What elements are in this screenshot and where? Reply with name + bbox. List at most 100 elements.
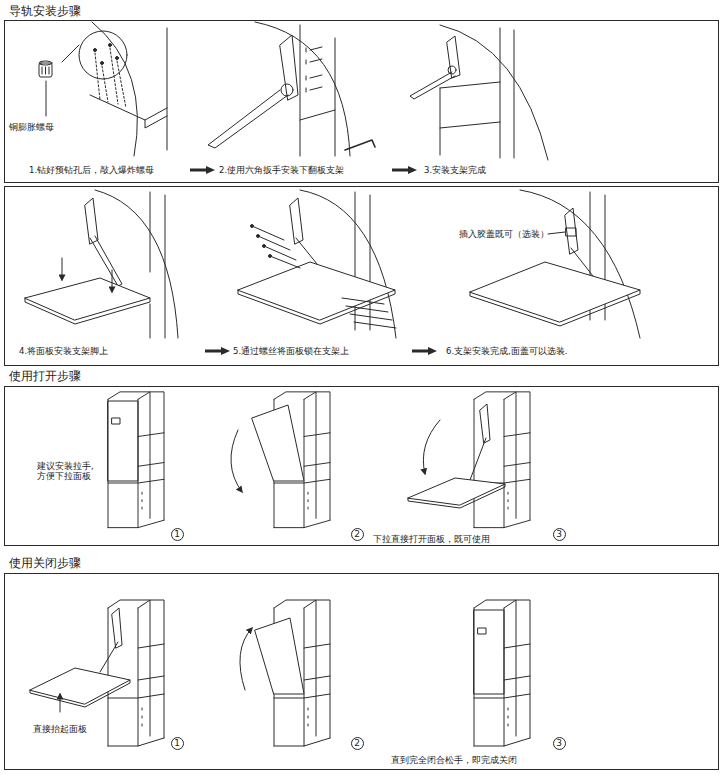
- bracket-installed: [410, 72, 455, 99]
- panel-finished: [470, 190, 640, 338]
- panel-screwing: [342, 298, 396, 328]
- panel-screwing: [251, 225, 254, 228]
- step-panel: 导轨安装步骤铜膨胀螺母1.钻好预钻孔后，敲入爆炸螺母2.使用六角扳手安装下翻板支…: [4, 20, 719, 183]
- panel-placing: [150, 192, 165, 338]
- step-arrow: [205, 347, 230, 355]
- cabinet-open: [108, 600, 164, 746]
- step-arrow: [190, 166, 215, 174]
- bracket-mounting: [345, 140, 375, 150]
- step-number-circle: 1: [171, 528, 184, 541]
- cabinet-open: [480, 404, 490, 443]
- cabinet-open: [408, 484, 505, 508]
- cabinet-open: [474, 392, 530, 528]
- panel-finished: [470, 262, 640, 322]
- step-caption: 4.将面板安装支架脚上: [19, 346, 108, 356]
- cabinet-opening: [252, 405, 304, 481]
- step-number: 1: [174, 739, 180, 748]
- drill-detail: [94, 49, 97, 52]
- bracket-mounting: [335, 38, 336, 156]
- drill-detail: [116, 57, 119, 60]
- cabinet-closing: [255, 618, 304, 694]
- cabinet-open: [30, 668, 130, 704]
- cabinet-closed: [478, 628, 486, 634]
- callout-note: 建议安装拉手, 方便下拉面板: [37, 461, 103, 481]
- bracket-mounting: [310, 47, 322, 90]
- cabinet-closed: [108, 401, 138, 481]
- bracket-mounting: [255, 22, 350, 156]
- drill-detail: [101, 62, 104, 65]
- panel-screwing: [252, 226, 300, 268]
- cabinet-open: [30, 600, 164, 746]
- cabinet-open: [408, 478, 505, 505]
- cabinet-closing: [240, 600, 330, 746]
- cabinet-closed: [474, 610, 504, 694]
- panel-placing: [112, 270, 113, 292]
- step-caption: 下拉直接打开面板，既可使用: [373, 534, 490, 544]
- bracket-mounting: [280, 35, 298, 100]
- section-heading: 使用关闭步骤: [9, 556, 81, 570]
- drill-detail: [167, 28, 168, 150]
- cabinet-open: [112, 608, 122, 648]
- cabinet-opening: [231, 430, 242, 492]
- panel-placing: [25, 278, 150, 320]
- panel-finished: [470, 290, 640, 326]
- cabinet-open: [30, 680, 130, 707]
- cabinet-closed: [108, 392, 164, 528]
- step-caption: 直到完全闭合松手，即完成关闭: [391, 755, 517, 765]
- bracket-installed: [514, 30, 515, 158]
- step-number: 2: [354, 739, 360, 748]
- step-arrow: [392, 166, 417, 174]
- callout-note: 直接抬起面板: [33, 724, 87, 734]
- bracket-mounting: [300, 25, 301, 156]
- cabinet-open: [100, 642, 118, 672]
- panel-finished: [520, 190, 640, 338]
- drill-detail: [145, 116, 167, 128]
- step-caption: 3.安装支架完成: [424, 165, 486, 175]
- panel-finished: [566, 228, 576, 236]
- drill-detail: [46, 81, 47, 116]
- section-heading: 使用打开步骤: [9, 369, 81, 383]
- bracket-installed: [440, 88, 441, 155]
- cabinet-closed: [112, 418, 120, 424]
- panel-finished: [548, 232, 565, 234]
- step-arrow: [412, 347, 437, 355]
- panel-placing: [62, 258, 63, 280]
- step-number: 2: [354, 530, 360, 539]
- panel-placing: [95, 190, 178, 338]
- drill-detail: [42, 67, 49, 74]
- step-number: 1: [174, 530, 180, 539]
- step-panel: 使用打开步骤建议安装拉手, 方便下拉面板下拉直接打开面板，既可使用123: [4, 386, 719, 546]
- bracket-installed: [500, 28, 501, 158]
- step-panel: 插入胶盖既可（选装） 4.将面板安装支架脚上 5.通过螺丝将面板锁在支架上 6.支架安…: [4, 186, 719, 366]
- bracket-installed: [440, 25, 548, 160]
- drill-detail: [92, 22, 137, 156]
- drill-detail: [109, 44, 112, 47]
- step-number-circle: 1: [171, 737, 184, 750]
- panel-screwing: [290, 198, 303, 244]
- step-caption: 2.使用六角扳手安装下翻板支架: [219, 165, 344, 175]
- step-number-circle: 3: [553, 737, 566, 750]
- cabinet-closed: [474, 600, 530, 746]
- bracket-mounting: [208, 22, 375, 156]
- cabinet-closed: [474, 600, 530, 746]
- bracket-installed: [410, 25, 548, 160]
- cabinet-open: [408, 392, 530, 528]
- drill-detail: [90, 95, 167, 120]
- step-panel: 使用关闭步骤直接抬起面板直到完全闭合松手，即完成关闭123: [4, 573, 719, 770]
- panel-placing: [25, 298, 150, 324]
- panel-placing: [25, 190, 178, 338]
- cabinet-closing: [240, 628, 252, 690]
- bracket-installed: [440, 82, 500, 88]
- step-caption: 5.通过螺丝将面板锁在支架上: [233, 346, 349, 356]
- section-heading: 导轨安装步骤: [9, 4, 81, 18]
- step-number: 3: [556, 739, 562, 748]
- bracket-mounting: [300, 110, 335, 120]
- step-caption: 6.支架安装完成,面盖可以选装.: [446, 346, 568, 356]
- panel-screwing: [238, 290, 395, 324]
- callout-note: 插入胶盖既可（选装）: [459, 229, 549, 239]
- cabinet-closed: [108, 392, 164, 528]
- panel-finished: [565, 208, 578, 254]
- cabinet-open: [470, 438, 486, 480]
